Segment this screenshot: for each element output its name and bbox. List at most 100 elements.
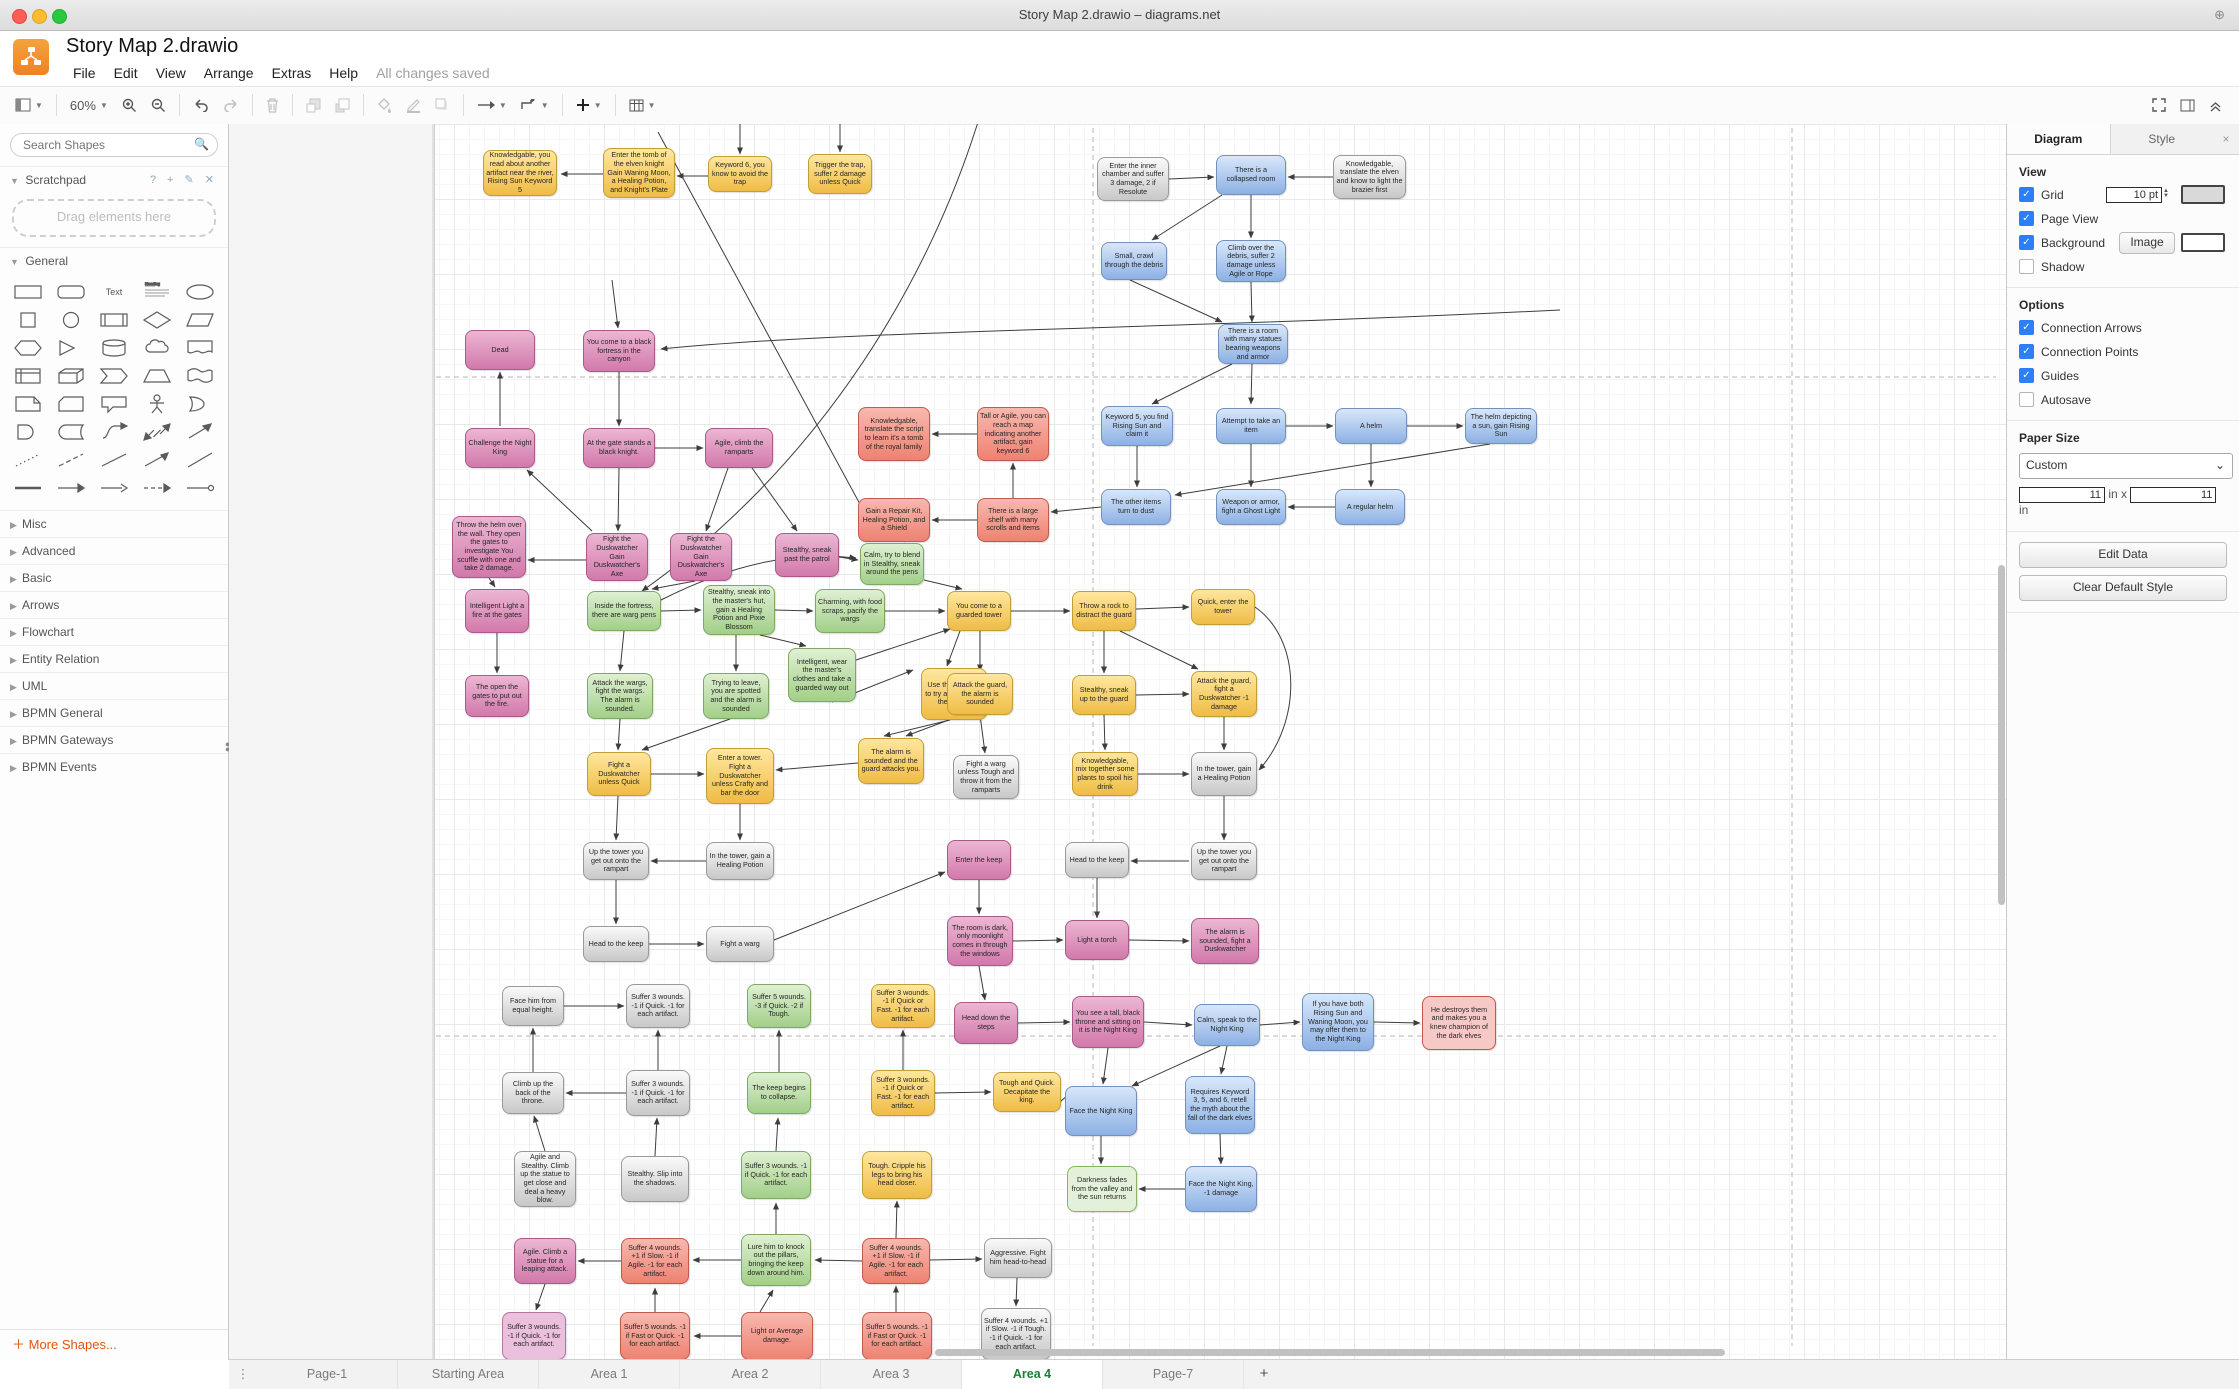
diagram-node[interactable]: Fight a warg (706, 926, 774, 962)
paper-width-input[interactable]: 11 (2019, 487, 2105, 503)
sidebar-section-arrows[interactable]: ▶Arrows (0, 591, 228, 618)
diagram-node[interactable]: Agile and Stealthy. Climb up the statue … (514, 1151, 576, 1207)
close-window-button[interactable] (12, 9, 27, 24)
diagram-node[interactable]: There is a large shelf with many scrolls… (977, 498, 1049, 542)
shape-note-icon[interactable] (6, 390, 49, 418)
shape-thin-line-icon[interactable] (92, 446, 135, 474)
diagram-node[interactable]: Stealthy, sneak past the patrol (775, 533, 839, 577)
edit-data-button[interactable]: Edit Data (2019, 542, 2227, 568)
menu-extras[interactable]: Extras (271, 65, 312, 81)
diagram-node[interactable]: Agile. Climb a statue for a leaping atta… (514, 1238, 576, 1284)
shape-horizontal-arrow-icon[interactable] (49, 474, 92, 502)
diagram-node[interactable]: Tough and Quick. Decapitate the king. (993, 1072, 1061, 1112)
diagram-node[interactable]: Head down the steps (954, 1002, 1018, 1044)
tab-style[interactable]: Style (2148, 132, 2176, 146)
shape-diagonal-line-icon[interactable] (179, 446, 222, 474)
shape-textbox-icon[interactable]: Heading (136, 278, 179, 306)
diagram-node[interactable]: Knowledgable, mix together some plants t… (1072, 752, 1138, 796)
diagram-node[interactable]: Small, crawl through the debris (1101, 242, 1167, 280)
diagram-node[interactable]: A regular helm (1335, 489, 1405, 525)
minimize-window-button[interactable] (32, 9, 47, 24)
grid-checkbox[interactable]: ✓ (2019, 187, 2034, 202)
diagram-node[interactable]: Calm, try to blend in Stealthy, sneak ar… (860, 543, 924, 585)
diagram-node[interactable]: You see a tall, black throne and sitting… (1072, 996, 1144, 1048)
diagram-node[interactable]: You come to a guarded tower (947, 591, 1011, 631)
tab-diagram[interactable]: Diagram (2007, 124, 2111, 154)
diagram-node[interactable]: Face him from equal height. (502, 986, 564, 1026)
diagram-node[interactable]: Intelligent Light a fire at the gates (465, 589, 529, 633)
scratchpad-action-icons[interactable]: ? + ✎ ✕ (149, 174, 218, 186)
vertical-scrollbar[interactable] (1998, 565, 2005, 905)
diagram-node[interactable]: Suffer 4 wounds. +1 if Slow. -1 if Agile… (621, 1238, 689, 1284)
shape-text-icon[interactable]: Text (105, 287, 123, 297)
diagram-node[interactable]: Suffer 5 wounds. -3 if Quick. -2 if Toug… (747, 984, 811, 1028)
diagram-node[interactable]: Suffer 3 wounds. -1 if Quick. -1 for eac… (502, 1312, 566, 1360)
scratchpad-dropzone[interactable]: Drag elements here (12, 199, 216, 237)
diagram-node[interactable]: Dead (465, 330, 535, 370)
diagram-node[interactable]: In the tower, gain a Healing Potion (1191, 752, 1257, 796)
diagram-node[interactable]: Attack the guard, the alarm is sounded (947, 673, 1013, 715)
page-tab-area-3[interactable]: Area 3 (821, 1360, 962, 1389)
diagram-node[interactable]: Attempt to take an item (1216, 408, 1286, 444)
sidebar-section-bpmn-events[interactable]: ▶BPMN Events (0, 753, 228, 780)
paper-size-select[interactable]: Custom (2019, 453, 2233, 479)
shape-ellipse-icon[interactable] (179, 278, 222, 306)
zoom-in-icon[interactable] (115, 87, 144, 123)
search-shapes-field[interactable] (21, 137, 205, 153)
diagram-node[interactable]: Tall or Agile, you can reach a map indic… (977, 407, 1049, 461)
shape-arrow-ne-icon[interactable] (179, 418, 222, 446)
diagram-node[interactable]: The alarm is sounded, fight a Duskwatche… (1191, 918, 1259, 964)
general-section-header[interactable]: ▼ General (0, 247, 228, 274)
background-checkbox[interactable]: ✓ (2019, 235, 2034, 250)
diagram-node[interactable]: Fight the Duskwatcher Gain Duskwatcher's… (670, 533, 732, 581)
diagram-node[interactable]: Light a torch (1065, 920, 1129, 960)
diagram-node[interactable]: Enter the inner chamber and suffer 3 dam… (1097, 157, 1169, 201)
stepper-icon[interactable]: ▲▼ (2163, 188, 2169, 200)
diagram-node[interactable]: Intelligent, wear the master's clothes a… (788, 648, 856, 702)
page-view-checkbox[interactable]: ✓ (2019, 211, 2034, 226)
diagram-node[interactable]: Throw the helm over the wall. They open … (452, 516, 526, 578)
sidebar-section-bpmn-gateways[interactable]: ▶BPMN Gateways (0, 726, 228, 753)
diagram-node[interactable]: Suffer 5 wounds. -1 if Fast or Quick. -1… (862, 1312, 932, 1360)
diagram-node[interactable]: Enter the keep (947, 840, 1011, 880)
diagram-node[interactable]: There is a room with many statues bearin… (1218, 324, 1288, 364)
shape-square-icon[interactable] (6, 306, 49, 334)
diagram-node[interactable]: There is a collapsed room (1216, 155, 1286, 195)
sidebar-section-advanced[interactable]: ▶Advanced (0, 537, 228, 564)
diagram-node[interactable]: Up the tower you get out onto the rampar… (1191, 842, 1257, 880)
to-front-icon[interactable] (299, 87, 328, 123)
menu-file[interactable]: File (73, 65, 96, 81)
diagram-node[interactable]: Stealthy. Slip into the shadows. (621, 1156, 689, 1202)
to-back-icon[interactable] (328, 87, 357, 123)
page-tab-area-1[interactable]: Area 1 (539, 1360, 680, 1389)
diagram-node[interactable]: Knowledgable, you read about another art… (483, 150, 557, 196)
sidebar-section-flowchart[interactable]: ▶Flowchart (0, 618, 228, 645)
scratchpad-header[interactable]: ▼ Scratchpad ? + ✎ ✕ (0, 166, 228, 193)
diagram-node[interactable]: Climb over the debris, suffer 2 damage u… (1216, 240, 1286, 282)
menu-help[interactable]: Help (329, 65, 359, 81)
diagram-node[interactable]: Keyword 6, you know to avoid the trap (708, 156, 772, 192)
diagram-node[interactable]: A helm (1335, 408, 1407, 444)
shape-circle-icon[interactable] (49, 306, 92, 334)
diagram-node[interactable]: Face the Night King, -1 damage (1185, 1166, 1257, 1212)
shape-internal-storage-icon[interactable] (6, 362, 49, 390)
shape-open-arrow-icon[interactable] (92, 474, 135, 502)
diagram-node[interactable]: Knowledgable, translate the elven and kn… (1333, 155, 1406, 199)
diagram-node[interactable]: In the tower, gain a Healing Potion (706, 842, 774, 880)
sidebar-section-misc[interactable]: ▶Misc (0, 510, 228, 537)
line-color-icon[interactable] (399, 87, 428, 123)
shape-bidirectional-arrow-icon[interactable] (136, 418, 179, 446)
shape-curve-icon[interactable] (92, 418, 135, 446)
diagram-node[interactable]: Charming, with food scraps, pacify the w… (815, 589, 885, 633)
diagram-node[interactable]: Up the tower you get out onto the rampar… (583, 842, 649, 880)
shape-data-storage-icon[interactable] (49, 418, 92, 446)
shape-diamond-icon[interactable] (136, 306, 179, 334)
shape-trapezoid-icon[interactable] (136, 362, 179, 390)
diagram-node[interactable]: Attack the guard, fight a Duskwatcher -1… (1191, 671, 1257, 717)
collapse-icon[interactable] (2202, 87, 2229, 123)
shadow-checkbox[interactable] (2019, 259, 2034, 274)
shape-parallelogram-icon[interactable] (179, 306, 222, 334)
diagram-node[interactable]: Fight a warg unless Tough and throw it f… (953, 755, 1019, 799)
grid-size-input[interactable]: 10 pt (2106, 186, 2163, 203)
diagram-node[interactable]: Face the Night King (1065, 1086, 1137, 1136)
